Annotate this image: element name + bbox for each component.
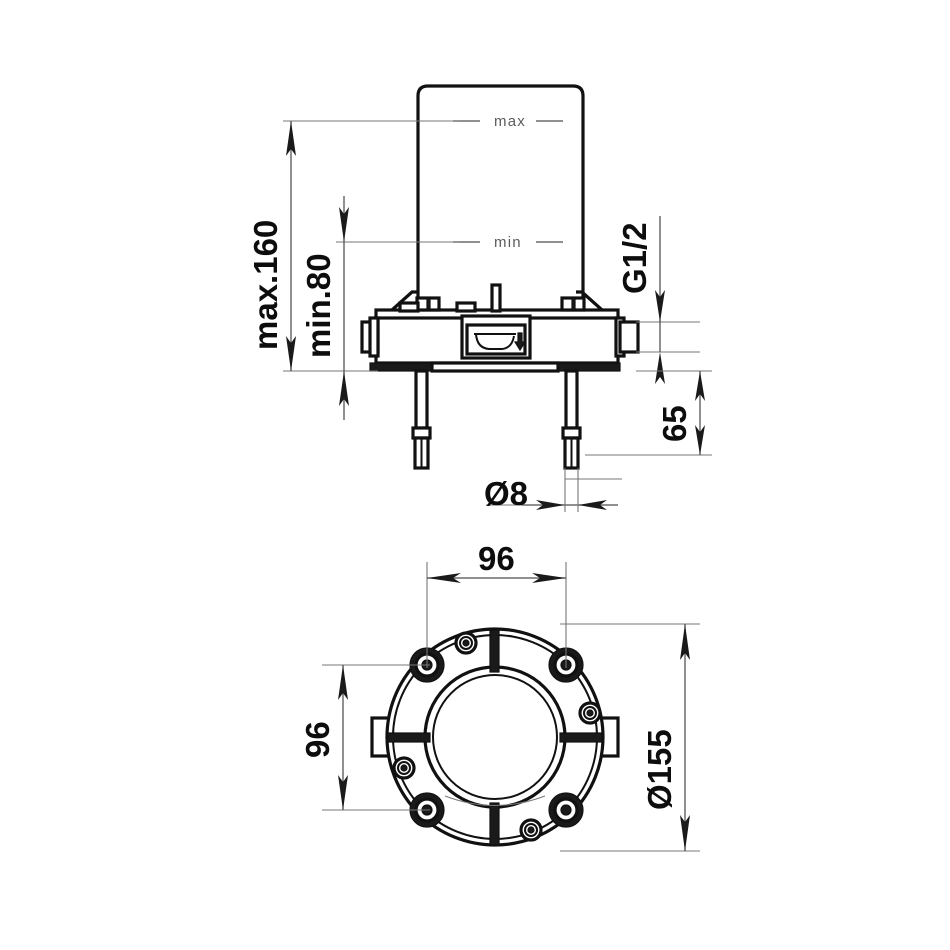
dim-max-160-arrow-top bbox=[286, 121, 296, 156]
small-hole-e bbox=[578, 701, 602, 725]
dim-dia8-arrow-left bbox=[578, 500, 607, 510]
small-hole-e-inner bbox=[586, 709, 594, 717]
dimension-label-dia-155: Ø155 bbox=[641, 729, 678, 810]
dim-max-160-arrow-bottom bbox=[286, 336, 296, 371]
plan-view: 96 96 Ø155 bbox=[299, 540, 700, 852]
elevation-view: max min bbox=[247, 84, 712, 512]
dim-96h-arrow-left bbox=[427, 573, 461, 583]
flange-bore-ring-inner bbox=[432, 674, 558, 800]
web-east bbox=[559, 732, 603, 743]
center-spindle-stub bbox=[490, 283, 502, 313]
stud-nut-left-split bbox=[426, 297, 431, 311]
stud-washer-left bbox=[398, 301, 420, 313]
dim-65-arrow-top bbox=[695, 371, 705, 401]
dimension-g-half: G1/2 bbox=[616, 216, 700, 384]
dim-g-half-arrow-lower bbox=[655, 290, 665, 322]
basin-arrow-down-icon bbox=[513, 332, 527, 352]
small-hole-s-inner bbox=[527, 826, 535, 834]
basin-outlet-symbol-icon bbox=[474, 332, 527, 352]
fixing-rod-left-group bbox=[411, 369, 432, 470]
flange-bore-ring-outer bbox=[423, 665, 567, 809]
min-marker-group: min bbox=[453, 234, 563, 251]
dimension-min-80: min.80 bbox=[300, 196, 349, 420]
dim-g-half-arrow-upper bbox=[655, 352, 665, 384]
body-underside-plate bbox=[430, 361, 560, 373]
small-hole-n bbox=[454, 631, 478, 655]
fixing-rod-left-shaft bbox=[414, 369, 429, 430]
dimension-label-65: 65 bbox=[656, 405, 693, 442]
small-hole-w bbox=[392, 756, 416, 780]
small-hole-s-ring bbox=[524, 823, 538, 837]
max-marker-group: max bbox=[453, 113, 563, 130]
dim-dia8-arrow-right bbox=[536, 500, 565, 510]
web-south bbox=[489, 802, 500, 846]
dimension-label-g-half: G1/2 bbox=[616, 222, 653, 294]
dim-min-80-arrow-bottom bbox=[339, 371, 349, 406]
stud-nut-right-split bbox=[571, 297, 576, 311]
min-marker-label: min bbox=[494, 234, 522, 251]
dim-96v-arrow-top bbox=[338, 665, 348, 700]
dim-96v-arrow-bottom bbox=[338, 775, 348, 810]
dimension-max-160: max.160 bbox=[247, 121, 296, 371]
dimension-label-min-80: min.80 bbox=[300, 253, 337, 358]
small-hole-n-inner bbox=[462, 639, 470, 647]
dim-min-80-arrow-top bbox=[339, 207, 349, 242]
dimension-65: 65 bbox=[585, 370, 712, 456]
web-north bbox=[489, 629, 500, 673]
dim-96h-arrow-right bbox=[532, 573, 566, 583]
dimension-label-max-160: max.160 bbox=[247, 220, 284, 350]
dimension-96-vertical: 96 bbox=[299, 665, 348, 810]
mounting-stud-right-group bbox=[455, 296, 586, 313]
wall-cutout-outline bbox=[416, 84, 585, 303]
basin-bowl-icon bbox=[475, 333, 515, 350]
bolt-boss-se bbox=[548, 792, 584, 828]
max-marker-label: max bbox=[494, 113, 526, 130]
port-left-flange bbox=[368, 316, 380, 358]
dimension-dia-155: Ø155 bbox=[641, 624, 690, 851]
bore-shadow-arc bbox=[444, 795, 546, 806]
fixing-rod-right-shaft bbox=[564, 369, 579, 430]
dim-dia155-arrow-bottom bbox=[680, 815, 690, 851]
dim-65-arrow-bottom bbox=[695, 425, 705, 455]
mounting-stud-left-group bbox=[398, 296, 441, 313]
stud-washer-right bbox=[455, 301, 477, 313]
small-hole-n-ring bbox=[459, 636, 473, 650]
port-right-outer bbox=[618, 320, 640, 354]
small-hole-e-ring bbox=[583, 706, 597, 720]
dimension-dia-8: Ø8 bbox=[484, 468, 622, 512]
small-hole-w-ring bbox=[397, 761, 411, 775]
dimension-96-horizontal: 96 bbox=[427, 540, 566, 583]
bolt-boss-se-inner bbox=[560, 804, 572, 816]
web-west bbox=[387, 732, 431, 743]
dim-dia155-arrow-top bbox=[680, 624, 690, 660]
fixing-rod-right-group bbox=[561, 369, 582, 470]
small-hole-s bbox=[519, 818, 543, 842]
dimension-label-96-vertical: 96 bbox=[299, 721, 336, 758]
dimension-label-96-horizontal: 96 bbox=[478, 540, 515, 577]
dimension-label-dia-8: Ø8 bbox=[484, 475, 528, 512]
small-hole-w-inner bbox=[400, 764, 408, 772]
